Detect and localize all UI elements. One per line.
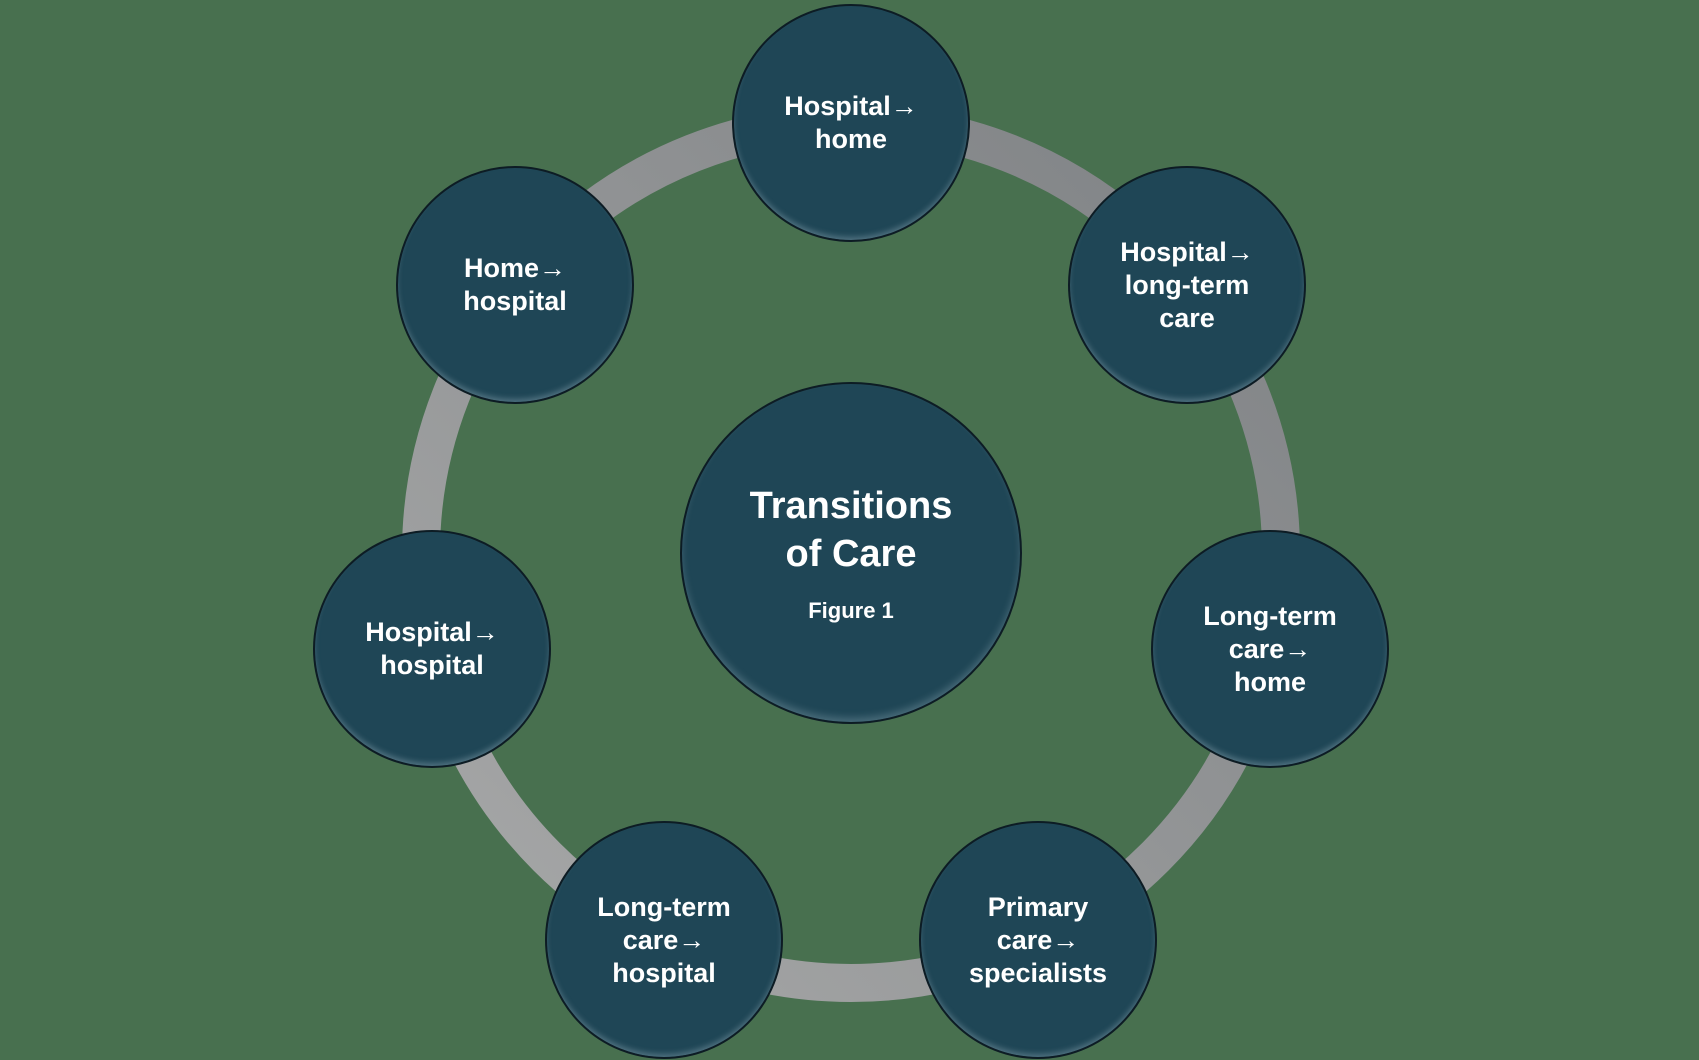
node-long-term-care-home: Long-term care→ home [1151, 530, 1389, 768]
node-transitions-of-care: Transitions of Care Figure 1 [680, 382, 1022, 724]
node-label-line: Hospital→ [784, 91, 918, 121]
node-label: Hospital→ home [784, 90, 918, 156]
node-label-line: Hospital→ [365, 617, 499, 647]
node-label: Hospital→ hospital [365, 616, 499, 682]
node-label-line: care [1159, 302, 1215, 333]
node-label-line: hospital [380, 650, 484, 680]
figure-caption: Figure 1 [808, 598, 894, 623]
node-label: Hospital→ long-term care [1120, 236, 1254, 335]
figure-title-line: of Care [785, 533, 917, 575]
node-label-line: Primary [987, 891, 1089, 922]
node-home-hospital: Home→ hospital [396, 166, 634, 404]
node-label-line: Home→ [463, 253, 566, 283]
figure-title-line: Transitions [749, 485, 953, 527]
node-hospital-hospital: Hospital→ hospital [313, 530, 551, 768]
node-label: Home→ hospital [463, 252, 567, 318]
node-label-line: Long-term [1203, 600, 1337, 631]
node-label-line: hospital [463, 286, 567, 316]
node-long-term-care-hospital: Long-term care→ hospital [545, 821, 783, 1059]
node-label-line: home [1233, 666, 1306, 697]
node-label-line: care→ [622, 924, 706, 955]
node-label-line: care→ [1228, 633, 1312, 664]
node-label: Long-term care→ home [1203, 600, 1336, 699]
node-label: Long-term care→ hospital [597, 891, 730, 990]
node-label-line: Long-term [597, 891, 731, 922]
node-label: Primary care→ specialists [969, 891, 1107, 990]
node-hospital-home: Hospital→ home [732, 4, 970, 242]
node-label-line: Hospital→ [1120, 236, 1254, 267]
node-label-line: care→ [996, 924, 1080, 955]
node-primary-care-specialists: Primary care→ specialists [919, 821, 1157, 1059]
node-label-line: long-term [1124, 269, 1250, 300]
figure-title: Transitions of Care [750, 482, 953, 578]
node-label-line: hospital [612, 957, 716, 988]
node-label-line: specialists [968, 957, 1108, 988]
node-hospital-long-term-care: Hospital→ long-term care [1068, 166, 1306, 404]
node-label-line: home [814, 124, 887, 154]
